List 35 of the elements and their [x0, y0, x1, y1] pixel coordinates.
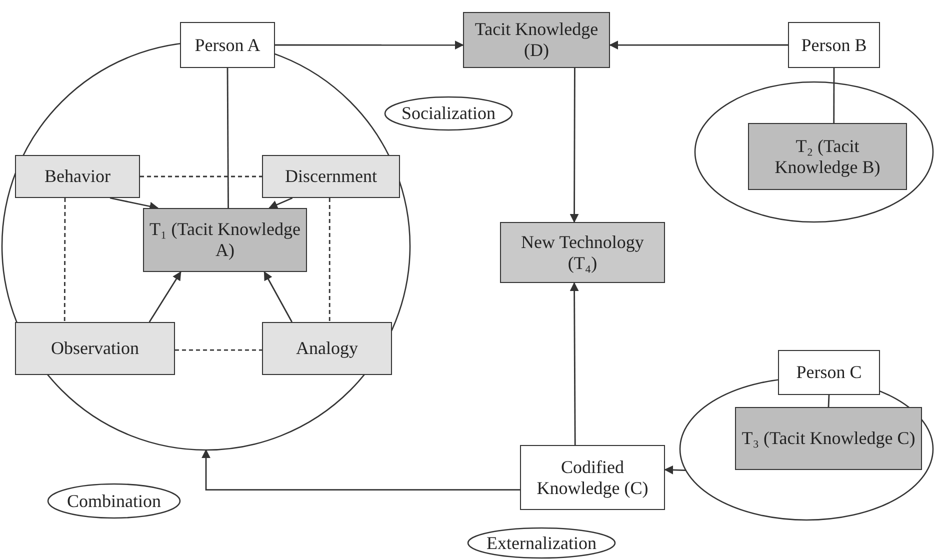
label-ellipse: Combination: [48, 484, 180, 518]
concept-box: T₁ (Tacit Knowledge A): [143, 208, 307, 272]
dashed-line: [64, 198, 66, 322]
dashed-line: [140, 176, 262, 178]
connector-line: [226, 68, 229, 208]
label-ellipse: Socialization: [385, 97, 512, 130]
concept-box: T₃ (Tacit Knowledge C): [735, 407, 922, 470]
arrow: [264, 271, 293, 322]
connector-line: [833, 68, 835, 123]
arrow: [268, 197, 293, 209]
concept-box: Codified Knowledge (C): [520, 445, 665, 510]
concept-box: New Technology (T₄): [500, 222, 665, 283]
concept-box: T₂ (Tacit Knowledge B): [748, 123, 907, 190]
arrow: [609, 40, 788, 50]
concept-box: Discernment: [262, 155, 400, 198]
arrow: [148, 271, 182, 322]
label-ellipse: Externalization: [468, 528, 615, 558]
concept-box: Behavior: [15, 155, 140, 198]
group-circle: [680, 378, 933, 520]
arrow: [570, 282, 579, 445]
connector-line: [828, 394, 830, 408]
arrow: [275, 40, 464, 50]
arrow: [202, 449, 520, 491]
person-box: Person C: [778, 350, 880, 395]
concept-box: Observation: [15, 322, 175, 375]
concept-box: Tacit Knowledge (D): [463, 12, 610, 68]
dashed-line: [328, 198, 330, 322]
arrow: [570, 68, 579, 223]
arrow: [110, 197, 159, 211]
person-box: Person B: [788, 22, 880, 68]
group-circle: [695, 82, 933, 222]
dashed-line: [175, 349, 262, 351]
concept-box: Analogy: [262, 322, 392, 375]
arrow: [664, 465, 686, 474]
person-box: Person A: [180, 22, 275, 68]
